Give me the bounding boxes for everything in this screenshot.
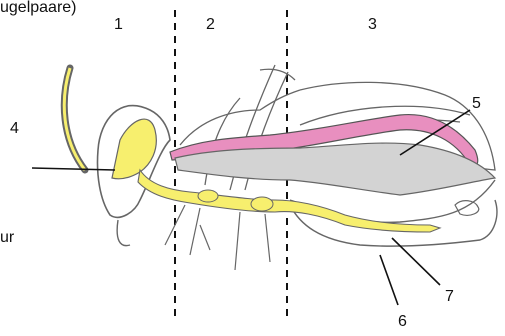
segment-number-3: 3: [368, 17, 377, 33]
legs: [165, 205, 270, 270]
bottom-left-fragment: ur: [0, 230, 14, 246]
top-left-fragment: ugelpaare): [0, 0, 77, 16]
mouthparts: [117, 220, 130, 246]
callout-label-5: 5: [472, 96, 481, 112]
leader-line-6: [380, 255, 398, 305]
segment-number-2: 2: [206, 17, 215, 33]
gut: [175, 143, 495, 195]
segment-number-1: 1: [114, 17, 123, 33]
callout-label-7: 7: [445, 289, 454, 305]
callout-label-4: 4: [10, 121, 19, 137]
callout-label-6: 6: [398, 314, 407, 330]
antenna: [64, 68, 85, 170]
abdominal-fold: [455, 201, 479, 216]
leader-line-4: [32, 168, 115, 170]
